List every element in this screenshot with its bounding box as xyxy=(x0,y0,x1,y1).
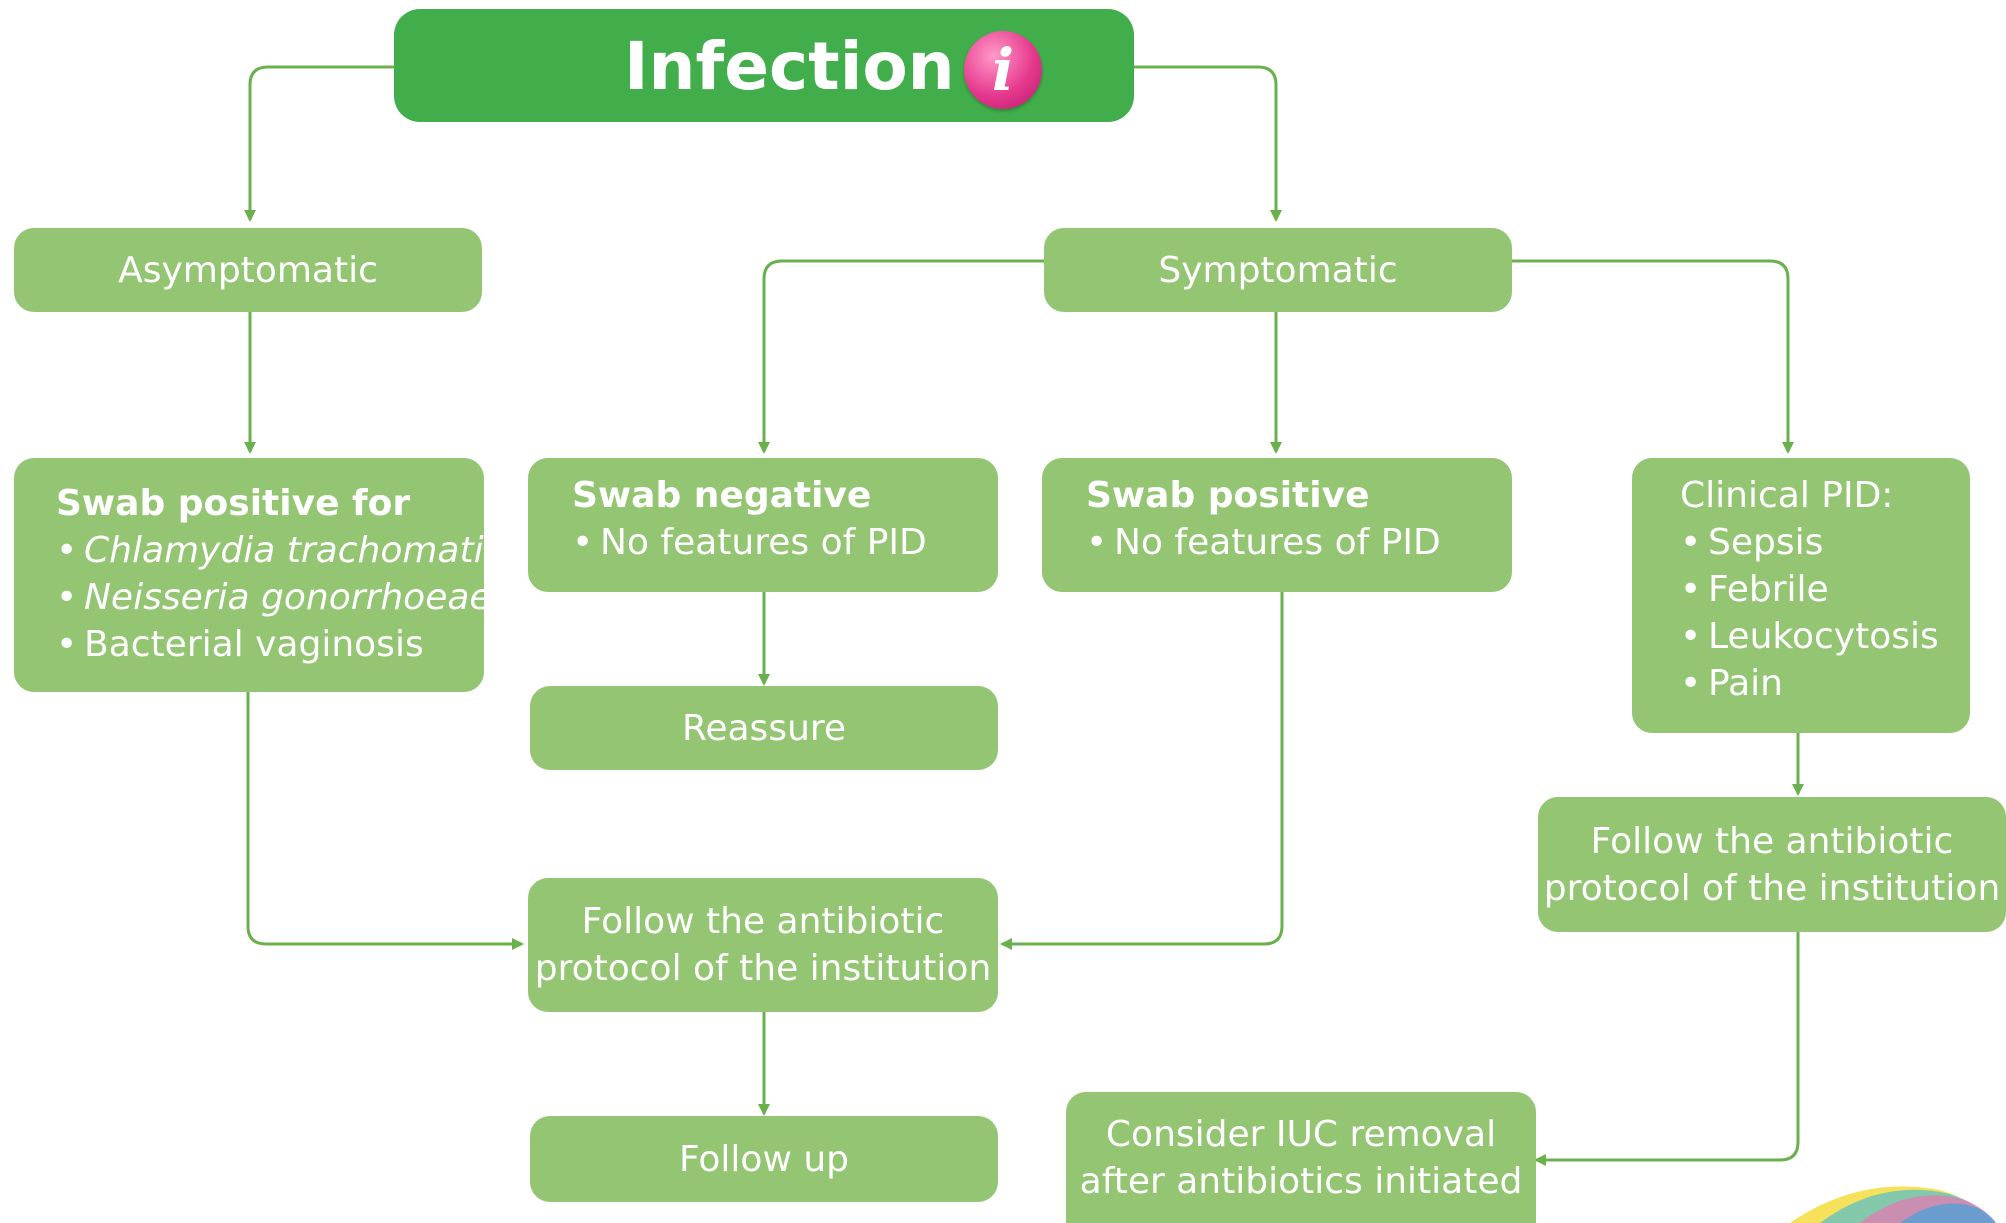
iuc-removal-node: Consider IUC removal after antibiotics i… xyxy=(1066,1092,1536,1223)
swab-positive-node: Swab positive •No features of PID xyxy=(1042,458,1512,592)
list-item: •Pain xyxy=(1680,663,1783,704)
protocol-right-line-1: Follow the antibiotic xyxy=(1590,820,1954,862)
clinical-pid-heading: Clinical PID: xyxy=(1680,475,1894,516)
decorative-swoosh xyxy=(1790,1186,1996,1223)
list-item: •No features of PID xyxy=(1086,522,1441,563)
reassure-node: Reassure xyxy=(530,686,998,770)
follow-up-label: Follow up xyxy=(678,1138,850,1180)
list-item: •Neisseria gonorrhoeae xyxy=(56,577,492,618)
list-item: •Bacterial vaginosis xyxy=(56,624,424,665)
clinical-pid-node: Clinical PID: •Sepsis •Febrile •Leukocyt… xyxy=(1632,458,1970,733)
swab-negative-heading: Swab negative xyxy=(572,475,872,516)
arrow-swab-positive-for-to-protocol xyxy=(246,692,524,950)
asymptomatic-node: Asymptomatic xyxy=(14,228,482,312)
reassure-label: Reassure xyxy=(681,707,847,749)
list-item: •Febrile xyxy=(1680,569,1829,610)
asymptomatic-label: Asymptomatic xyxy=(118,249,378,291)
follow-up-node: Follow up xyxy=(530,1116,998,1202)
swab-negative-node: Swab negative •No features of PID xyxy=(528,458,998,592)
list-item: •Chlamydia trachomatis xyxy=(56,530,503,571)
swab-positive-for-heading: Swab positive for xyxy=(56,483,411,524)
arrow-infection-to-asymptomatic xyxy=(244,65,394,222)
symptomatic-node: Symptomatic xyxy=(1044,228,1512,312)
infection-title-box: Infection i xyxy=(394,9,1134,122)
arrow-symptomatic-to-swab-negative xyxy=(758,259,1044,454)
protocol-center-line-2: protocol of the institution xyxy=(534,948,992,989)
swab-positive-for-node: Swab positive for •Chlamydia trachomatis… xyxy=(14,458,503,692)
iuc-removal-line-1: Consider IUC removal xyxy=(1105,1113,1497,1155)
arrow-symptomatic-to-clinical-pid xyxy=(1512,259,1794,454)
swab-positive-heading: Swab positive xyxy=(1086,475,1370,516)
protocol-center-line-1: Follow the antibiotic xyxy=(581,901,945,942)
list-item: •Sepsis xyxy=(1680,522,1824,563)
arrow-swab-positive-to-protocol xyxy=(1000,592,1284,950)
list-item: •No features of PID xyxy=(572,522,927,563)
info-icon[interactable]: i xyxy=(964,31,1042,109)
list-item: •Leukocytosis xyxy=(1680,616,1939,657)
symptomatic-label: Symptomatic xyxy=(1158,249,1398,291)
protocol-right-node: Follow the antibiotic protocol of the in… xyxy=(1538,797,2006,932)
arrow-infection-to-symptomatic xyxy=(1134,65,1282,222)
protocol-center-node: Follow the antibiotic protocol of the in… xyxy=(528,878,998,1012)
infection-title: Infection xyxy=(624,28,955,105)
protocol-right-line-2: protocol of the institution xyxy=(1543,867,2001,909)
arrow-protocol-right-to-iuc-removal xyxy=(1534,932,1800,1166)
iuc-removal-line-2: after antibiotics initiated xyxy=(1079,1160,1523,1202)
